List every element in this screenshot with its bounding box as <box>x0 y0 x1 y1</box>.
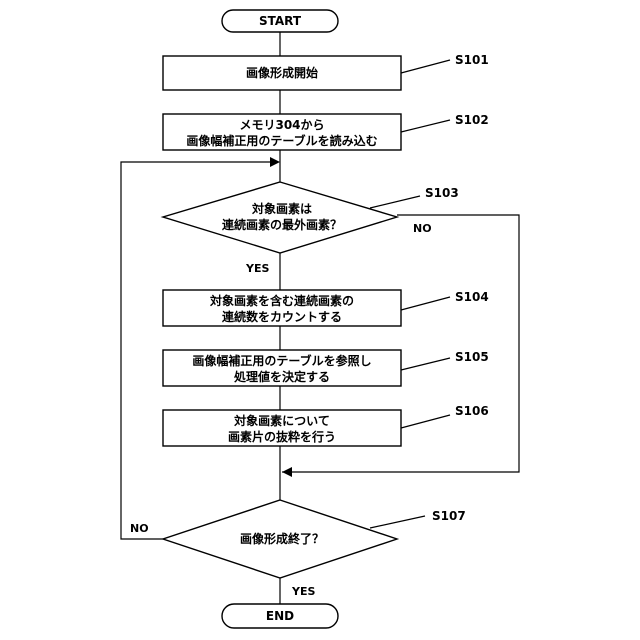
decision-s107: 画像形成終了？ S107 NO YES <box>130 500 466 598</box>
s107-no-label: NO <box>130 522 149 535</box>
s104-step-id: S104 <box>455 290 489 304</box>
process-box-s105: 画像幅補正用のテーブルを参照し 処理値を決定する S105 <box>163 350 489 386</box>
s103-line-2: 連続画素の最外画素？ <box>222 217 342 232</box>
process-box-s106: 対象画素について 画素片の抜粋を行う S106 <box>163 404 489 446</box>
s103-line-1: 対象画素は <box>251 201 312 216</box>
s104-line-2: 連続数をカウントする <box>222 309 342 324</box>
s105-line-2: 処理値を決定する <box>233 369 330 384</box>
s105-step-id: S105 <box>455 350 489 364</box>
s103-no-label: NO <box>413 222 432 235</box>
s106-line-2: 画素片の抜粋を行う <box>228 429 336 444</box>
s102-line-2: 画像幅補正用のテーブルを読み込む <box>186 133 377 148</box>
process-box-s102: メモリ304から 画像幅補正用のテーブルを読み込む S102 <box>163 113 489 150</box>
s106-step-id: S106 <box>455 404 489 418</box>
s102-line-1: メモリ304から <box>239 118 324 132</box>
s103-yes-label: YES <box>245 262 269 275</box>
decision-s103: 対象画素は 連続画素の最外画素？ S103 NO YES <box>163 182 459 275</box>
process-box-s104: 対象画素を含む連続画素の 連続数をカウントする S104 <box>163 290 489 326</box>
s107-step-id: S107 <box>432 509 466 523</box>
s105-line-1: 画像幅補正用のテーブルを参照し <box>192 353 371 368</box>
end-terminator: END <box>222 604 338 628</box>
s102-step-id: S102 <box>455 113 489 127</box>
start-terminator: START <box>222 10 338 32</box>
start-label: START <box>259 14 302 28</box>
s107-yes-label: YES <box>291 585 315 598</box>
s101-step-id: S101 <box>455 53 489 67</box>
s101-line-1: 画像形成開始 <box>246 65 318 80</box>
s104-line-1: 対象画素を含む連続画素の <box>209 293 354 308</box>
s103-no-arrowhead <box>282 467 292 477</box>
end-label: END <box>266 609 294 623</box>
s107-no-arrowhead <box>270 157 280 167</box>
s103-step-id: S103 <box>425 186 459 200</box>
s107-line-1: 画像形成終了？ <box>240 531 324 546</box>
process-box-s101: 画像形成開始 S101 <box>163 53 489 90</box>
s106-line-1: 対象画素について <box>233 413 330 428</box>
